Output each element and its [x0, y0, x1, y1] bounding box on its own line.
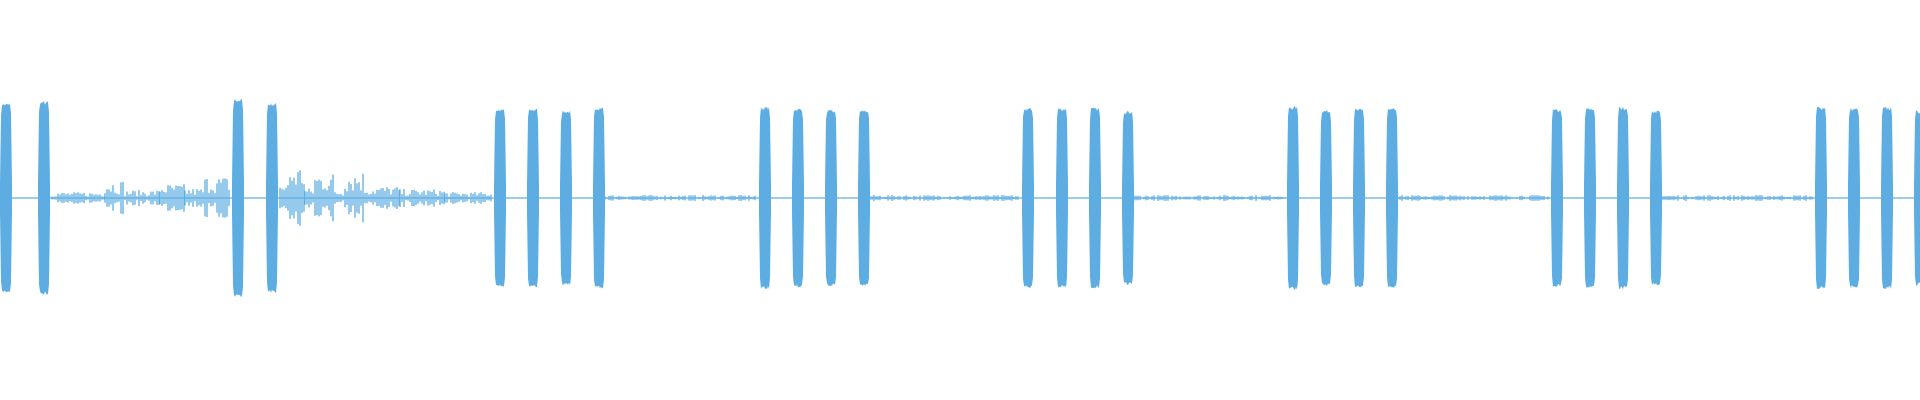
noise-segment-12	[344, 173, 364, 223]
burst-group-6-pulse-2	[1320, 109, 1332, 287]
burst-group-7	[1551, 106, 1662, 290]
burst-group-3-pulse-4	[593, 107, 605, 289]
burst-group-4-pulse-3	[825, 110, 837, 286]
noise-segment-quiet-2	[869, 195, 1019, 201]
burst-group-7-pulse-1	[1551, 109, 1563, 287]
noise-segment-4	[159, 184, 185, 212]
burst-group-1-pulse-2	[38, 101, 50, 295]
burst-group-7-pulse-2	[1584, 108, 1596, 288]
burst-group-5-pulse-1	[1022, 107, 1034, 289]
burst-group-5-pulse-2	[1056, 108, 1068, 288]
burst-group-5-pulse-4	[1122, 110, 1134, 286]
burst-group-2-pulse-1	[232, 98, 244, 298]
burst-group-8-pulse-4	[1914, 110, 1920, 286]
burst-group-1-pulse-1	[0, 103, 12, 293]
noise-segment-10	[314, 174, 334, 222]
noise-segment-14	[399, 189, 445, 207]
burst-group-6-pulse-1	[1287, 106, 1299, 290]
noise-segment-7	[279, 185, 289, 211]
noise-segment-9	[304, 188, 314, 208]
noise-segment-15	[444, 192, 492, 204]
burst-group-6-pulse-4	[1386, 108, 1398, 288]
burst-group-2	[232, 98, 278, 298]
burst-group-8-pulse-1	[1815, 107, 1827, 289]
burst-group-5	[1022, 107, 1134, 289]
burst-group-3	[494, 107, 605, 289]
noise-segment-6	[204, 178, 230, 218]
burst-group-6	[1287, 106, 1398, 290]
burst-group-5-pulse-3	[1089, 107, 1101, 289]
burst-group-7-pulse-3	[1617, 106, 1629, 290]
burst-group-8-pulse-3	[1881, 107, 1893, 289]
burst-group-4-pulse-4	[858, 110, 870, 286]
noise-segment-2	[104, 181, 124, 215]
noise-segment-11	[334, 192, 344, 204]
burst-group-3-pulse-1	[494, 109, 506, 287]
burst-group-4	[759, 106, 870, 290]
burst-group-3-pulse-3	[560, 110, 572, 286]
burst-group-7-pulse-4	[1650, 110, 1662, 286]
noise-segment-8	[289, 170, 305, 226]
noise-segment-13	[364, 187, 400, 209]
burst-group-8-pulse-2	[1848, 108, 1860, 288]
burst-group-3-pulse-2	[527, 108, 539, 288]
noise-segment-1	[51, 192, 105, 204]
burst-group-8	[1815, 107, 1920, 289]
burst-group-2-pulse-2	[266, 103, 278, 293]
burst-group-4-pulse-1	[759, 106, 771, 290]
burst-group-4-pulse-2	[792, 108, 804, 288]
noise-segment-5	[184, 189, 204, 207]
waveform-bursts	[0, 98, 1920, 298]
burst-group-6-pulse-3	[1353, 108, 1365, 288]
noise-segment-3	[124, 190, 160, 206]
burst-group-1	[0, 101, 50, 295]
